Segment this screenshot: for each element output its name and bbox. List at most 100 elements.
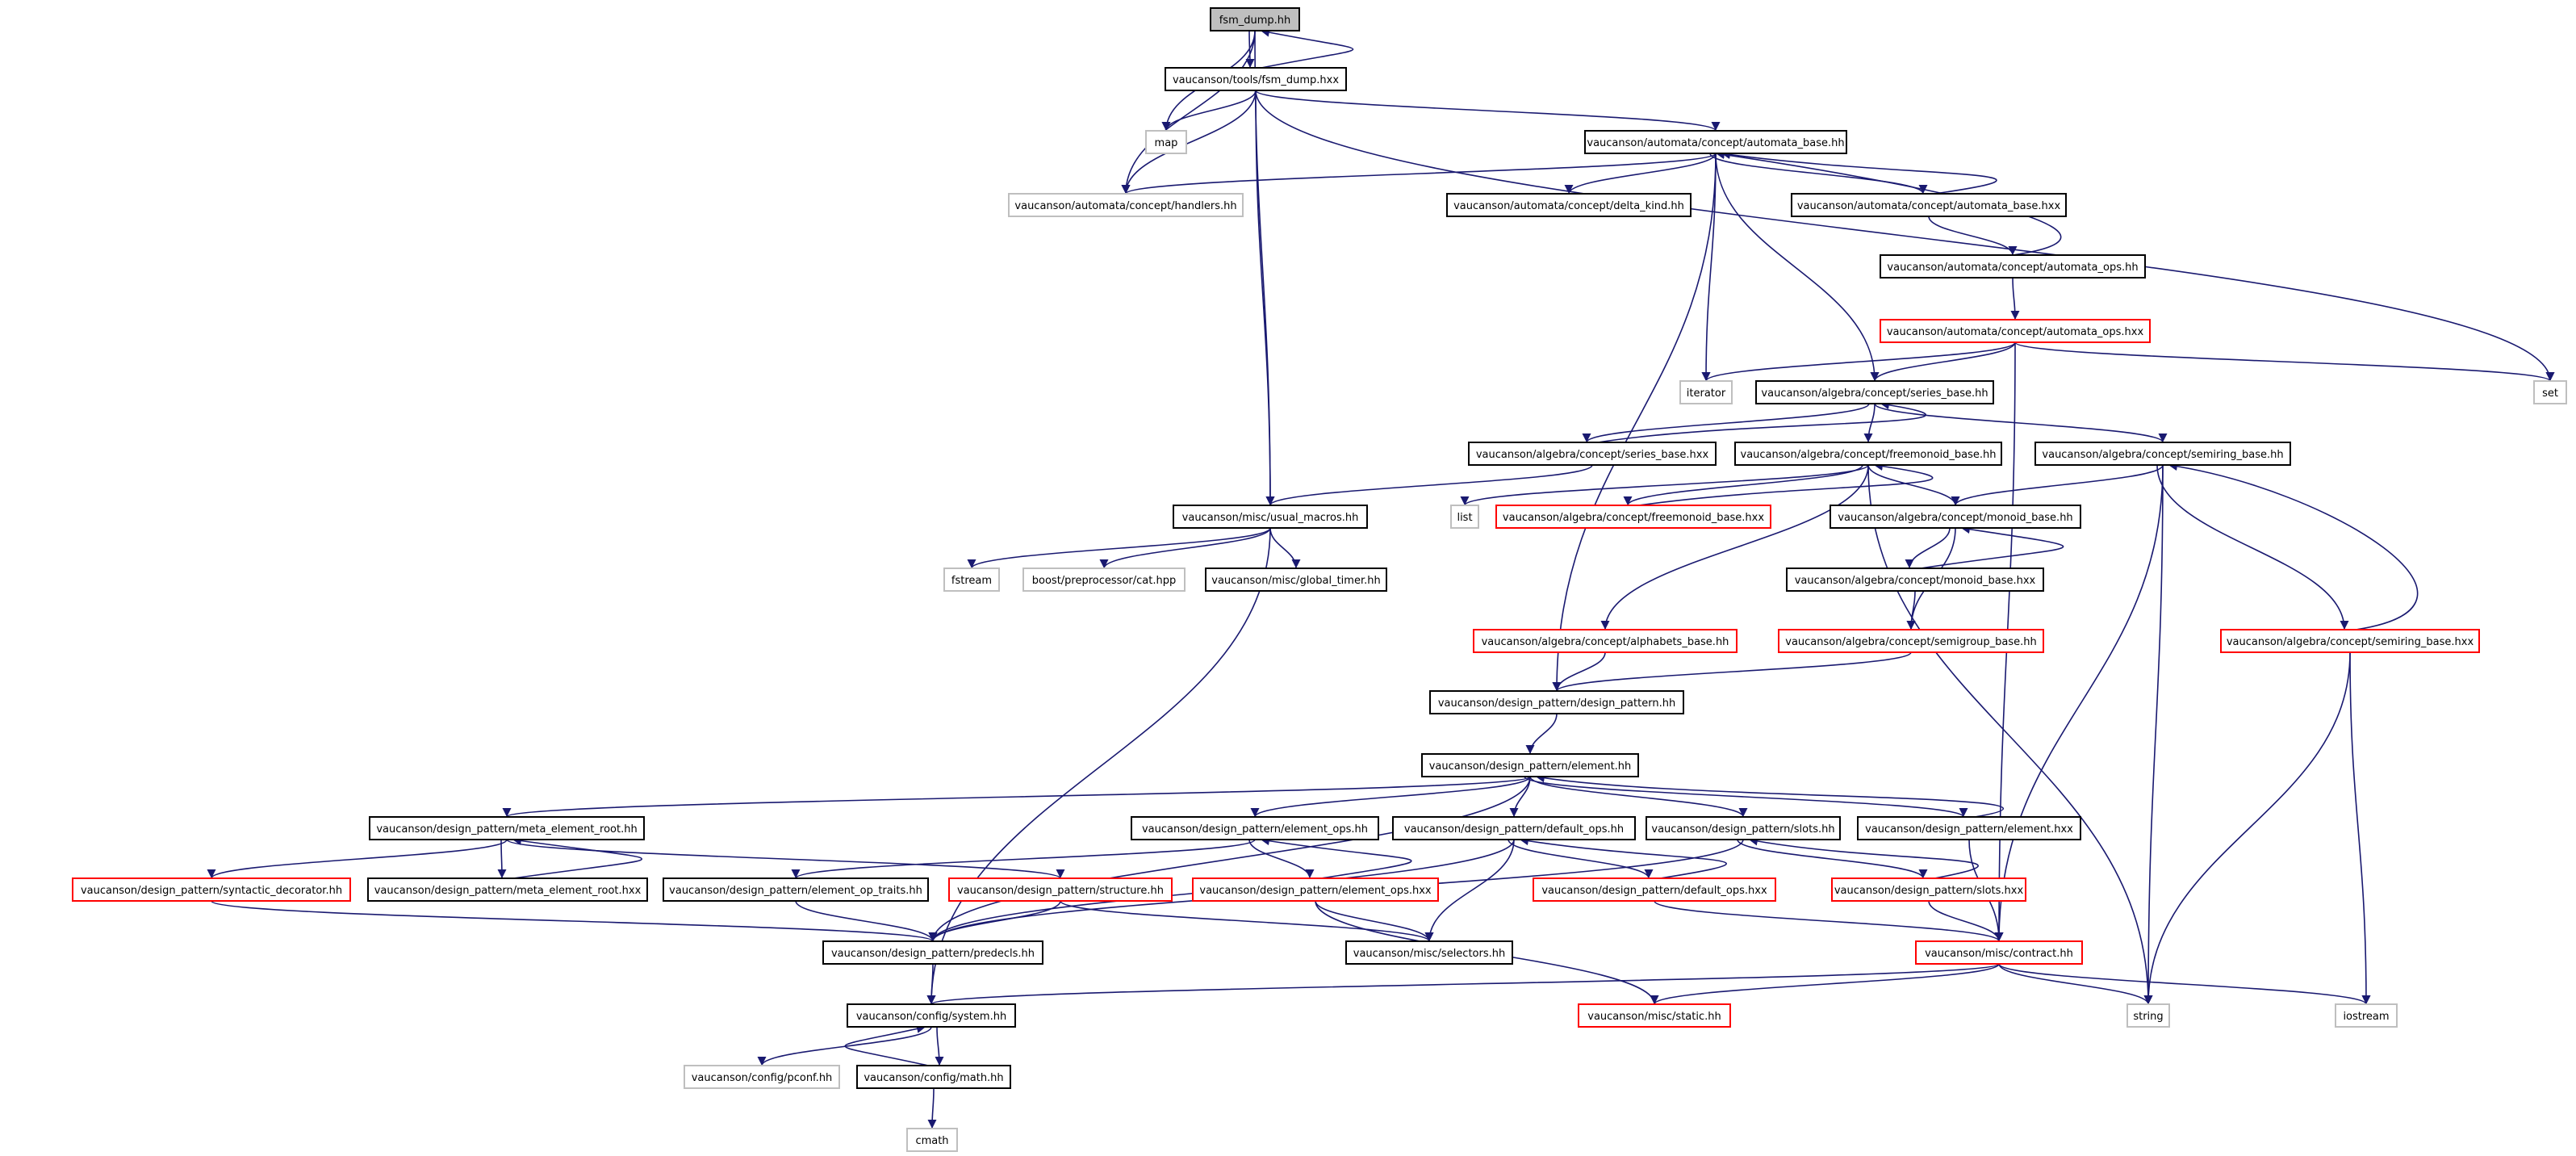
node-box (1008, 193, 1244, 217)
node-freemonoid-base-hxx[interactable]: vaucanson/algebra/concept/freemonoid_bas… (1495, 505, 1771, 529)
node-box (1210, 7, 1300, 31)
edge-element-hh-to-element-ops-hh (1250, 776, 1531, 818)
edge-semiring-base-hh-to-semiring-base-hxx (2156, 464, 2349, 630)
node-label: vaucanson/design_pattern/element_ops.hxx (1199, 885, 1432, 897)
edge-line (1424, 839, 1515, 942)
node-meta-element-root-hxx[interactable]: vaucanson/design_pattern/meta_element_ro… (367, 877, 648, 902)
edge-line (1535, 773, 2004, 818)
node-delta-kind-hh[interactable]: vaucanson/automata/concept/delta_kind.hh (1446, 193, 1692, 217)
edge-line (1951, 464, 2164, 506)
node-box (822, 940, 1043, 965)
node-label: fsm_dump.hh (1219, 15, 1291, 27)
node-pconf-hh: vaucanson/config/pconf.hh (684, 1065, 840, 1089)
edge-line (1564, 153, 1717, 195)
edge-line (967, 527, 1271, 569)
edge-contract-hh-to-string (1998, 963, 2153, 1005)
node-structure-hh[interactable]: vaucanson/design_pattern/structure.hh (948, 877, 1173, 902)
node-predecls-hh[interactable]: vaucanson/design_pattern/predecls.hh (822, 940, 1043, 965)
node-automata-ops-hh[interactable]: vaucanson/automata/concept/automata_ops.… (1880, 254, 2146, 279)
edge-series-base-hh-to-series-base-hxx (1582, 403, 1870, 443)
node-slots-hh[interactable]: vaucanson/design_pattern/slots.hh (1646, 816, 1841, 840)
node-freemonoid-base-hh[interactable]: vaucanson/algebra/concept/freemonoid_bas… (1734, 442, 2002, 466)
node-syntactic-decorator-hh[interactable]: vaucanson/design_pattern/syntactic_decor… (72, 877, 351, 902)
edge-line (1260, 836, 1412, 879)
edge-line (1906, 590, 1916, 630)
node-series-base-hxx[interactable]: vaucanson/algebra/concept/series_base.hx… (1468, 442, 1717, 466)
node-system-hh[interactable]: vaucanson/config/system.hh (847, 1003, 1016, 1028)
node-semiring-base-hxx[interactable]: vaucanson/algebra/concept/semiring_base.… (2220, 629, 2480, 653)
node-automata-ops-hxx[interactable]: vaucanson/automata/concept/automata_ops.… (1880, 319, 2151, 343)
edge-line (1248, 839, 1315, 879)
node-label: set (2542, 387, 2558, 400)
node-label: list (1457, 512, 1472, 524)
node-meta-element-root-hh[interactable]: vaucanson/design_pattern/meta_element_ro… (369, 816, 645, 840)
node-fsm-dump-hh[interactable]: fsm_dump.hh (1210, 7, 1300, 31)
edge-line (2143, 464, 2164, 1005)
node-element-ops-hh[interactable]: vaucanson/design_pattern/element_ops.hh (1131, 816, 1379, 840)
edge-fsm-dump-hxx-to-set (1255, 90, 2555, 382)
edge-line (928, 900, 1061, 942)
node-default-ops-hxx[interactable]: vaucanson/design_pattern/default_ops.hxx (1533, 877, 1776, 902)
edge-automata-base-hh-to-iterator (1701, 153, 1717, 382)
edge-line (1998, 963, 2153, 1005)
edge-line (211, 900, 938, 942)
node-semigroup-base-hh[interactable]: vaucanson/algebra/concept/semigroup_base… (1778, 629, 2044, 653)
edge-line (2168, 462, 2419, 630)
edge-line (1121, 30, 1256, 195)
node-box (1205, 568, 1387, 592)
node-element-hxx[interactable]: vaucanson/design_pattern/element.hxx (1857, 816, 2081, 840)
node-label: vaucanson/misc/contract.hh (1925, 948, 2073, 960)
node-box (2034, 442, 2291, 466)
edge-line (1269, 527, 1301, 569)
edge-line (2349, 651, 2371, 1005)
node-math-hh[interactable]: vaucanson/config/math.hh (856, 1065, 1011, 1089)
node-fsm-dump-hxx[interactable]: vaucanson/tools/fsm_dump.hxx (1165, 67, 1347, 91)
edge-fsm-dump-hxx-to-automata-base-hh (1255, 90, 1721, 132)
edge-element-ops-hxx-to-element-ops-hh (1260, 836, 1412, 879)
node-selectors-hh[interactable]: vaucanson/misc/selectors.hh (1345, 940, 1513, 965)
node-contract-hh[interactable]: vaucanson/misc/contract.hh (1915, 940, 2083, 965)
edge-monoid-base-hxx-to-semigroup-base-hh (1906, 590, 1916, 630)
node-fstream: fstream (943, 568, 1000, 592)
node-static-hh[interactable]: vaucanson/misc/static.hh (1578, 1003, 1731, 1028)
edge-line (1920, 525, 2064, 569)
edge-line (1265, 464, 1593, 506)
node-design-pattern-hh[interactable]: vaucanson/design_pattern/design_pattern.… (1429, 690, 1684, 714)
node-global-timer-hh[interactable]: vaucanson/misc/global_timer.hh (1205, 568, 1387, 592)
node-alphabets-base-hh[interactable]: vaucanson/algebra/concept/alphabets_base… (1473, 629, 1738, 653)
edge-element-hh-to-slots-hh (1529, 776, 1748, 818)
node-box (1533, 877, 1776, 902)
node-default-ops-hh[interactable]: vaucanson/design_pattern/default_ops.hh (1392, 816, 1636, 840)
node-element-op-traits-hh[interactable]: vaucanson/design_pattern/element_op_trai… (663, 877, 929, 902)
edge-semigroup-base-hh-to-design-pattern-hh (1552, 651, 1912, 692)
node-series-base-hh[interactable]: vaucanson/algebra/concept/series_base.hh (1755, 380, 1994, 404)
edge-line (2156, 464, 2349, 630)
node-monoid-base-hxx[interactable]: vaucanson/algebra/concept/monoid_base.hx… (1786, 568, 2044, 592)
edge-line (1255, 90, 1721, 132)
node-semiring-base-hh[interactable]: vaucanson/algebra/concept/semiring_base.… (2034, 442, 2291, 466)
node-label: vaucanson/automata/concept/automata_ops.… (1887, 262, 2138, 274)
node-element-hh[interactable]: vaucanson/design_pattern/element.hh (1421, 753, 1639, 777)
edge-line (1508, 839, 1654, 879)
node-label: vaucanson/automata/concept/automata_base… (1587, 137, 1844, 149)
node-box (1173, 505, 1368, 529)
node-map: map (1145, 130, 1187, 154)
edge-fsm-dump-hxx-to-usual-macros-hh (1255, 90, 1275, 506)
edge-meta-element-root-hh-to-syntactic-decorator-hh (207, 839, 508, 879)
edge-line (1748, 836, 1979, 879)
node-automata-base-hh[interactable]: vaucanson/automata/concept/automata_base… (1584, 130, 1847, 154)
edge-line (1638, 462, 1934, 506)
node-element-ops-hxx[interactable]: vaucanson/design_pattern/element_ops.hxx (1192, 877, 1439, 902)
node-box (1192, 877, 1439, 902)
node-automata-base-hxx[interactable]: vaucanson/automata/concept/automata_base… (1791, 193, 2067, 217)
edge-line (1701, 341, 2016, 382)
edge-slots-hxx-to-slots-hh (1748, 836, 1979, 879)
edge-math-hh-to-cmath (927, 1087, 937, 1129)
node-slots-hxx[interactable]: vaucanson/design_pattern/slots.hxx (1831, 877, 2026, 902)
edge-freemonoid-base-hh-to-freemonoid-base-hxx (1623, 464, 1863, 506)
edge-line (2010, 277, 2020, 320)
node-label: vaucanson/design_pattern/element_op_trai… (669, 885, 922, 897)
node-usual-macros-hh[interactable]: vaucanson/misc/usual_macros.hh (1173, 505, 1368, 529)
node-monoid-base-hh[interactable]: vaucanson/algebra/concept/monoid_base.hh (1830, 505, 2081, 529)
node-label: vaucanson/algebra/concept/alphabets_base… (1482, 636, 1729, 648)
